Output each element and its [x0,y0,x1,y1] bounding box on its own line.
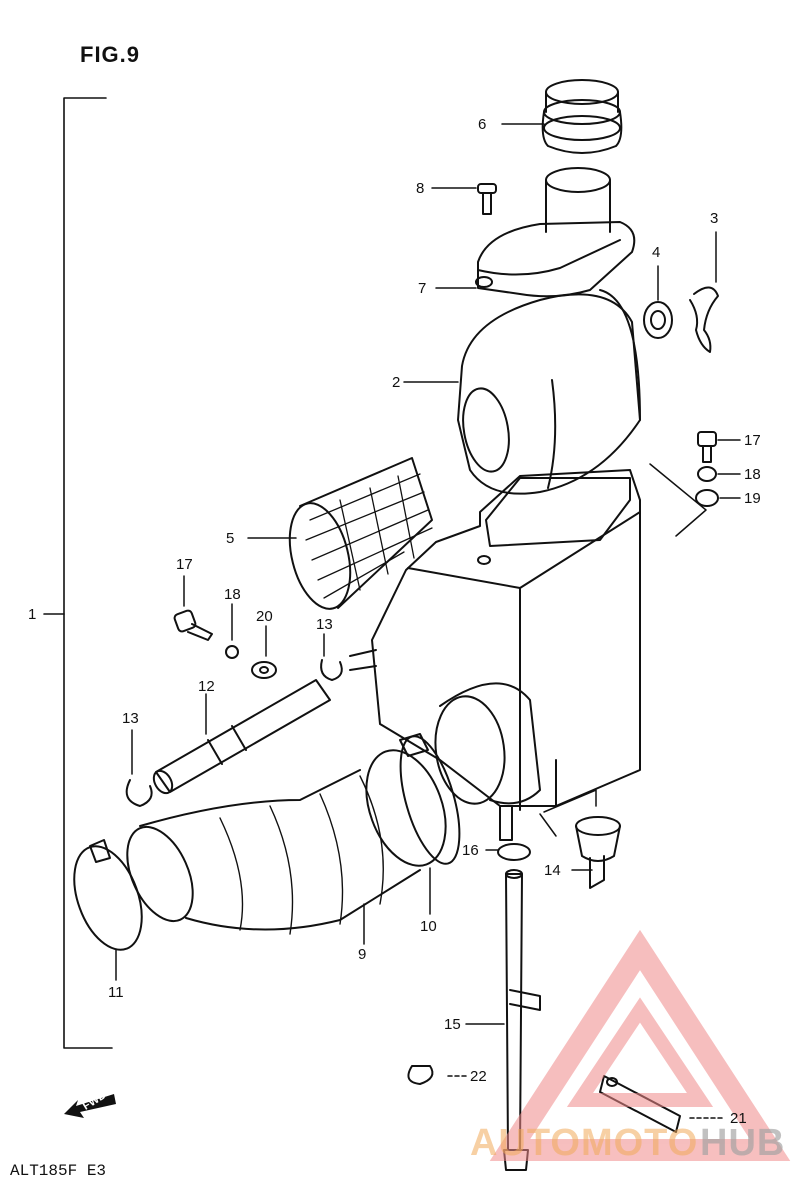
left-bolt-washer-set [173,575,277,679]
part-13-hose-clamps [125,633,343,807]
callout-8: 8 [416,180,425,197]
watermark-text-secondary: HUB [700,1122,786,1164]
part-5-mesh-filter [247,457,433,610]
part-22-clip [407,1065,467,1085]
callout-7: 7 [418,280,427,297]
watermark-logo [489,929,791,1161]
right-bolt-washer-set [695,431,741,507]
part-8-screw [431,183,497,215]
part-16-clip [485,843,531,861]
callout-15: 15 [444,1016,461,1033]
callout-22: 22 [470,1068,487,1085]
part-10-clamp [399,733,461,915]
part-2-air-filter-element [403,289,641,495]
part-6-duct-rubber [501,79,623,154]
forward-direction-arrow: FWD [62,1089,118,1118]
part-4-bushing [643,265,673,339]
figure-title: FIG.9 [80,42,141,67]
callout-21: 21 [730,1110,747,1127]
part-14-drain-cap [539,789,621,889]
callout-19: 19 [744,490,761,507]
callout-2: 2 [392,374,401,391]
callout-10: 10 [420,918,437,935]
callout-17-right: 17 [744,432,761,449]
callout-3: 3 [710,210,719,227]
part-11-clamp [73,839,143,981]
air-cleaner-case [349,469,641,841]
callout-13-left: 13 [122,710,139,727]
callout-20: 20 [256,608,273,625]
part-9-intake-duct [126,749,447,945]
callout-4: 4 [652,244,661,261]
callout-12: 12 [198,678,215,695]
callout-9: 9 [358,946,367,963]
part-12-breather-hose [152,679,331,795]
callout-16: 16 [462,842,479,859]
callout-1: 1 [28,606,37,623]
part-3-spring-clip [689,231,719,353]
callout-6: 6 [478,116,487,133]
callout-17-left: 17 [176,556,193,573]
callout-11: 11 [108,984,124,1001]
mount-guide-line [649,463,707,537]
callout-18-right: 18 [744,466,761,483]
model-code: ALT185F E3 [10,1162,107,1180]
callout-14: 14 [544,862,561,879]
callout-5: 5 [226,530,235,547]
callout-13-right: 13 [316,616,333,633]
part-7-cap-duct [435,167,636,298]
callout-18-left: 18 [224,586,241,603]
watermark-text-primary: AUTOMOTO [470,1122,699,1164]
assembly-bracket [43,97,113,1049]
